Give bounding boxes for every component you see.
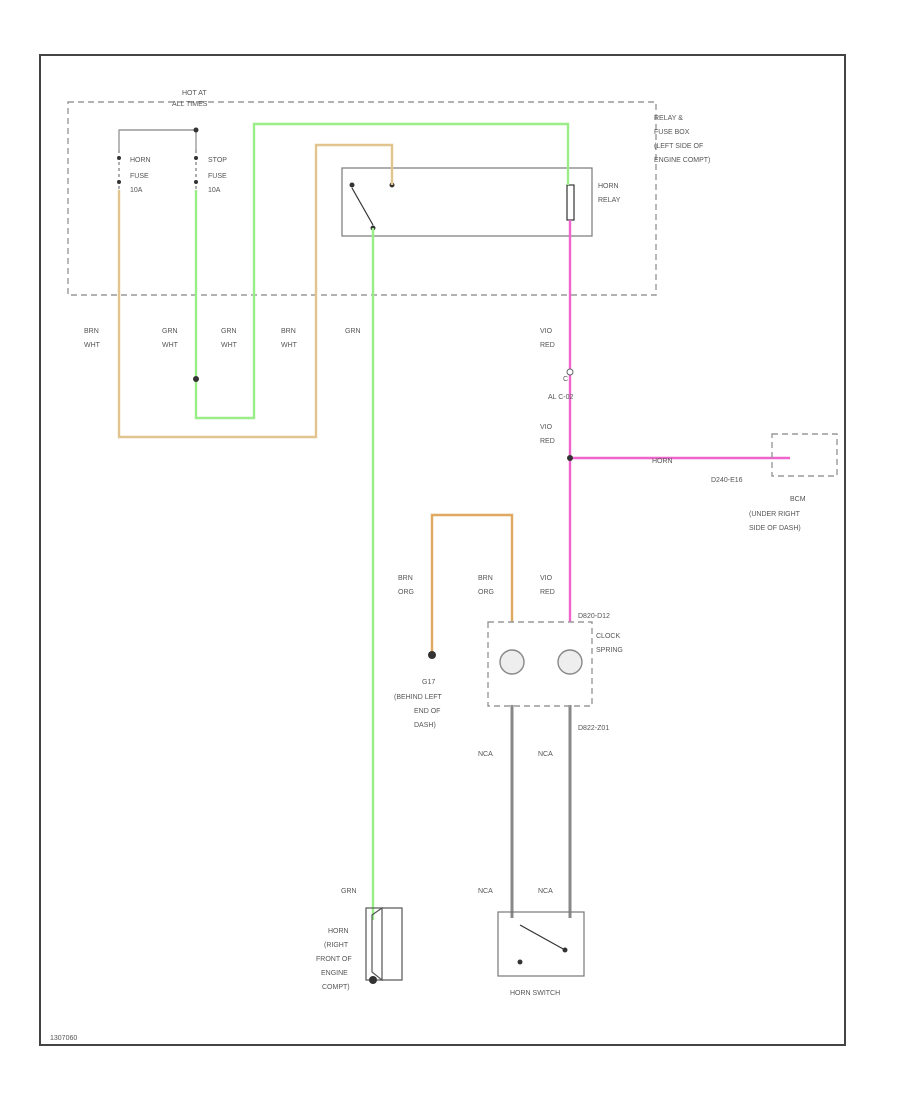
label-bcm-2: (UNDER RIGHT <box>749 511 801 518</box>
label-stop-fuse-2: FUSE <box>208 173 227 180</box>
label-connector-d240: D240-E16 <box>711 477 743 484</box>
bus-bar-junction <box>193 127 199 133</box>
label-wire-a-2: WHT <box>84 342 101 349</box>
label-horn-3: FRONT OF <box>316 956 352 963</box>
wire-brn-wht <box>117 143 394 439</box>
label-relay-box-4: ENGINE COMPT) <box>654 157 710 164</box>
label-horn-relay-2: RELAY <box>598 197 621 204</box>
connector-c <box>566 368 574 376</box>
label-wire-e: GRN <box>345 328 361 335</box>
label-connector-d820: D820-D12 <box>578 613 610 620</box>
label-wire-p: NCA <box>538 888 553 895</box>
label-stop-fuse-3: 10A <box>208 187 221 194</box>
label-horn-5: COMPT) <box>322 984 350 991</box>
label-wire-d-1: BRN <box>281 328 296 335</box>
horn-switch-term-left <box>517 959 523 965</box>
label-ground-1: G17 <box>422 679 435 686</box>
label-wire-j-2: ORG <box>478 589 494 596</box>
label-wire-d-2: WHT <box>281 342 298 349</box>
label-connector-d822: D822-Z01 <box>578 725 609 732</box>
label-wire-o: NCA <box>478 888 493 895</box>
clock-spring-coil-left <box>499 649 525 675</box>
label-wire-f-2: RED <box>540 342 555 349</box>
label-horn-fuse-2: FUSE <box>130 173 149 180</box>
label-wire-g-1: VIO <box>540 424 553 431</box>
relay-fuse-box-outline <box>67 101 657 296</box>
horn-switch-box <box>497 911 585 977</box>
relay-coil <box>566 184 575 221</box>
label-horn-fuse-3: 10A <box>130 187 143 194</box>
horn-fuse-top <box>117 156 121 160</box>
label-ground-4: DASH) <box>414 722 436 729</box>
label-wire-c-1: GRN <box>221 328 237 335</box>
label-bcm-3: SIDE OF DASH) <box>749 525 801 532</box>
clock-spring-outline <box>487 621 593 707</box>
label-horn-relay-1: HORN <box>598 183 619 190</box>
ground-g17-point <box>428 651 436 659</box>
label-wire-i-1: BRN <box>398 575 413 582</box>
label-relay-box-1: RELAY & <box>654 115 683 122</box>
clock-spring-coil-right <box>557 649 583 675</box>
label-wire-l: NCA <box>478 751 493 758</box>
label-relay-box-2: FUSE BOX <box>654 129 690 136</box>
splice-vio-red <box>567 455 573 461</box>
label-wire-i-2: ORG <box>398 589 414 596</box>
fuse-bus-bar <box>118 129 197 150</box>
stop-fuse-top <box>194 156 198 160</box>
splice-grn-wht <box>193 376 199 382</box>
horn-switch-contact <box>519 924 566 951</box>
label-clock-2: SPRING <box>596 647 623 654</box>
label-all-times: ALL TIMES <box>172 101 208 108</box>
wire-brn-org <box>430 513 514 652</box>
label-horn-switch: HORN SWITCH <box>510 990 560 997</box>
bcm-outline <box>771 433 838 477</box>
label-horn-1: HORN <box>328 928 349 935</box>
label-wire-a-1: BRN <box>84 328 99 335</box>
label-ground-3: END OF <box>414 708 440 715</box>
label-wire-c-2: WHT <box>221 342 238 349</box>
label-wire-b-1: GRN <box>162 328 178 335</box>
label-stop-fuse-1: STOP <box>208 157 227 164</box>
horn-symbol <box>365 907 403 981</box>
label-horn-2: (RIGHT <box>324 942 349 949</box>
horn-relay-box <box>341 167 593 237</box>
label-wire-b-2: WHT <box>162 342 179 349</box>
label-figure-id: 1307060 <box>50 1035 77 1042</box>
label-wire-f-1: VIO <box>540 328 553 335</box>
label-wire-h: HORN <box>652 458 673 465</box>
diagram-frame <box>39 54 846 1046</box>
label-connector-al: AL C-02 <box>548 394 574 401</box>
stop-fuse-bottom <box>194 180 198 184</box>
label-wire-g-2: RED <box>540 438 555 445</box>
label-wire-n: GRN <box>341 888 357 895</box>
label-wire-m: NCA <box>538 751 553 758</box>
label-hot-at: HOT AT <box>182 90 207 97</box>
horn-ground-point <box>369 976 377 984</box>
horn-switch-term-right <box>562 947 568 953</box>
horn-bell <box>371 906 383 982</box>
label-bcm-1: BCM <box>790 496 806 503</box>
label-connector-c: C <box>563 376 568 383</box>
label-horn-4: ENGINE <box>321 970 348 977</box>
label-wire-k-1: VIO <box>540 575 553 582</box>
label-wire-k-2: RED <box>540 589 555 596</box>
relay-contact-top <box>349 182 355 188</box>
label-clock-1: CLOCK <box>596 633 620 640</box>
label-wire-j-1: BRN <box>478 575 493 582</box>
label-relay-box-3: (LEFT SIDE OF <box>654 143 703 150</box>
label-ground-2: (BEHIND LEFT <box>394 694 443 701</box>
horn-fuse-bottom <box>117 180 121 184</box>
relay-switch-contact <box>351 187 374 226</box>
label-horn-fuse-1: HORN <box>130 157 151 164</box>
